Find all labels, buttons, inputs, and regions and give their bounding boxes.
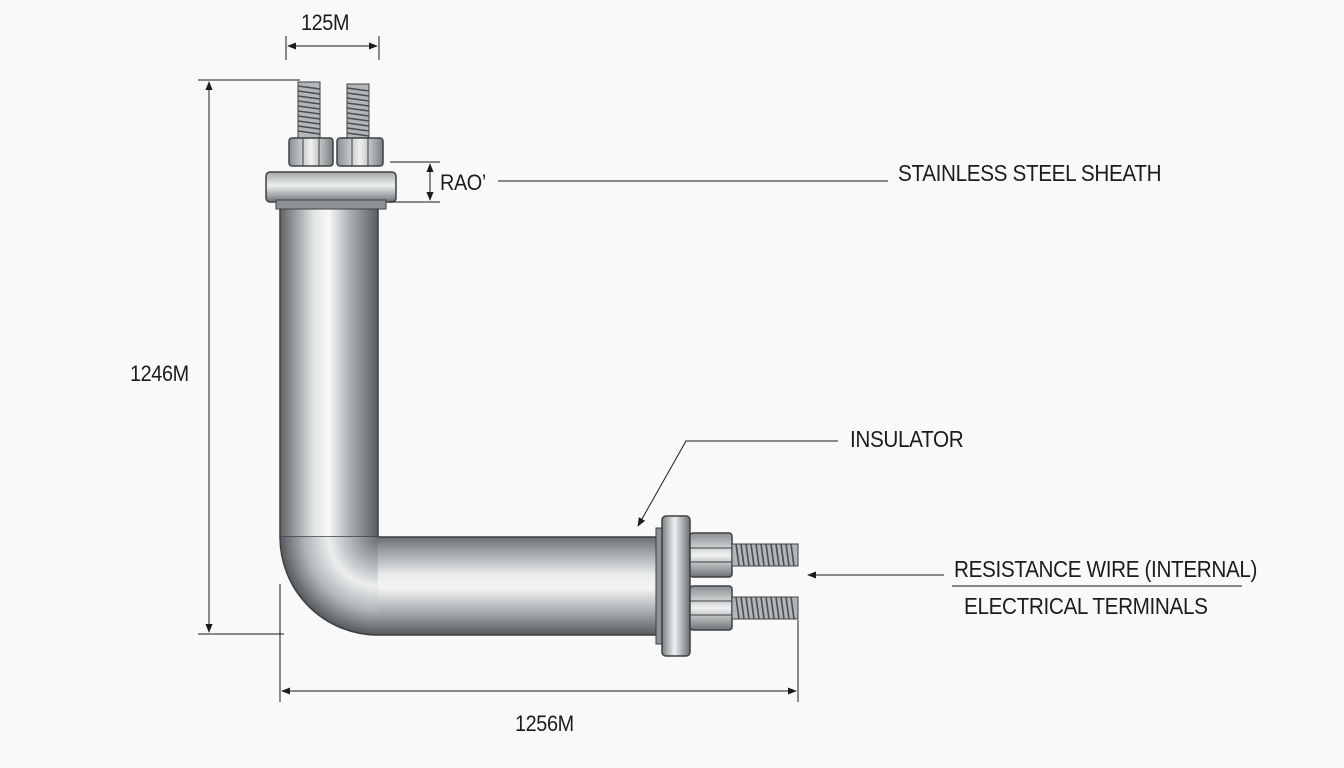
dimension-flange-thickness	[390, 161, 440, 203]
thread-ridge	[785, 596, 790, 620]
thread-ridge	[346, 122, 370, 127]
thread-ridge	[735, 596, 740, 620]
thread-ridge	[775, 543, 780, 567]
thread-ridge	[770, 543, 775, 567]
stainless-steel-sheath	[279, 204, 660, 636]
thread-ridge	[346, 87, 370, 92]
flange-thickness-label: RAO’	[440, 170, 486, 195]
thread-ridge	[346, 102, 370, 107]
thread-ridge	[785, 543, 790, 567]
thread-ridge	[745, 596, 750, 620]
terminals-callout: ELECTRICAL TERMINALS	[964, 593, 1208, 619]
top-terminal-left	[288, 81, 334, 167]
thread-ridge	[750, 596, 755, 620]
thread-ridge	[790, 543, 795, 567]
sheath-callout: STAINLESS STEEL SHEATH	[898, 160, 1162, 186]
thread-ridge	[346, 97, 370, 102]
right-terminal-lower	[689, 585, 799, 631]
dimension-overall-length	[279, 584, 799, 702]
thread-ridge	[297, 125, 321, 130]
thread-ridge	[780, 596, 785, 620]
thread-ridge	[297, 130, 321, 135]
thread-ridge	[297, 105, 321, 110]
resistance-wire-callout: RESISTANCE WIRE (INTERNAL)	[954, 556, 1258, 582]
thread-ridge	[297, 90, 321, 95]
thread-ridge	[755, 543, 760, 567]
thread-ridge	[765, 543, 770, 567]
thread-ridge	[346, 112, 370, 117]
terminal-spacing-label: 125M	[301, 10, 350, 35]
thread-ridge	[765, 596, 770, 620]
thread-ridge	[735, 543, 740, 567]
thread-ridge	[770, 596, 775, 620]
thread-ridge	[297, 115, 321, 120]
overall-length-label: 1256M	[515, 711, 574, 736]
insulator-callout: INSULATOR	[850, 426, 964, 452]
thread-ridge	[297, 120, 321, 125]
right-terminal-upper	[689, 532, 799, 578]
insulator-leader	[637, 440, 838, 527]
top-flange	[265, 171, 397, 210]
thread-ridge	[346, 92, 370, 97]
thread-ridge	[760, 543, 765, 567]
thread-ridge	[790, 596, 795, 620]
thread-ridge	[297, 100, 321, 105]
thread-ridge	[745, 543, 750, 567]
thread-ridge	[760, 596, 765, 620]
thread-ridge	[297, 85, 321, 90]
thread-ridge	[750, 543, 755, 567]
thread-ridge	[297, 95, 321, 100]
overall-height-label: 1246M	[130, 361, 189, 386]
thread-ridge	[775, 596, 780, 620]
thread-ridge	[297, 110, 321, 115]
top-terminal-right	[336, 83, 384, 167]
thread-ridge	[740, 596, 745, 620]
dimension-overall-height	[198, 79, 300, 635]
thread-ridge	[346, 132, 370, 137]
thread-ridge	[346, 117, 370, 122]
thread-ridge	[780, 543, 785, 567]
thread-ridge	[346, 127, 370, 132]
thread-ridge	[755, 596, 760, 620]
thread-ridge	[740, 543, 745, 567]
thread-ridge	[346, 107, 370, 112]
dimension-terminal-spacing	[285, 36, 380, 60]
insulator-flange	[655, 515, 691, 657]
